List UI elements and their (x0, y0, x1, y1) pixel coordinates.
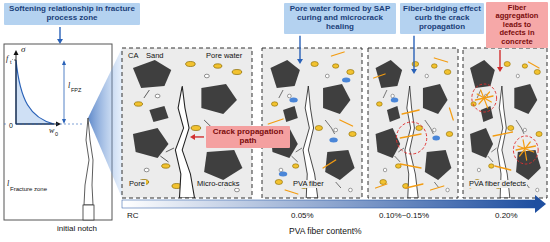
origin-label: 0 (8, 122, 14, 129)
subscript: Fracture zone (9, 186, 48, 192)
arrow-head (297, 59, 303, 64)
callout-text: Pore water formed by SAP curing and micr… (287, 5, 393, 32)
callout-text: Fiber-bridging effect curb the crack pro… (403, 5, 481, 32)
axis-tick: 0.10%~0.15% (378, 212, 430, 220)
callout-box: Fiber-bridging effect curb the crack pro… (400, 3, 484, 34)
part-label: PVA fiber defects (468, 180, 527, 188)
leader-line (499, 50, 500, 68)
axis-tick: 0.20% (494, 212, 519, 220)
part-label: initial notch (56, 225, 98, 233)
subscript: 0 (54, 132, 59, 138)
subscript: t (9, 60, 13, 66)
callout-text: Crack propagation path (209, 128, 287, 146)
part-label: Pore (128, 180, 146, 188)
arrow-head (190, 134, 195, 140)
callout-box: Softening relationship in fracture proce… (4, 3, 140, 25)
leader-line (413, 36, 414, 70)
leader-line (299, 36, 300, 60)
callout-box: Pore water formed by SAP curing and micr… (284, 3, 396, 34)
arrow-head (411, 69, 417, 74)
part-label: Sand (145, 52, 165, 60)
callout-text: Softening relationship in fracture proce… (7, 5, 137, 23)
callout-box: Crack propagation path (206, 126, 290, 148)
part-label: Micro-cracks (196, 180, 241, 188)
callout-text: Fiber aggregation leads to defects in co… (489, 4, 545, 46)
part-label: CA (127, 52, 139, 60)
arrow-head (497, 67, 503, 72)
axis-tick: RC (126, 212, 140, 220)
leader-line (194, 136, 204, 137)
callout-box: Fiber aggregation leads to defects in co… (486, 2, 548, 48)
axis-tick: 0.05% (290, 212, 315, 220)
part-label: PVA fiber (292, 180, 325, 188)
part-label: Pore water (205, 52, 243, 60)
leader-line (59, 27, 60, 40)
stress-symbol: σ (20, 45, 26, 54)
arrow-head (57, 39, 63, 44)
axis-title: PVA fiber content% (288, 227, 363, 236)
subscript: FPZ (70, 88, 82, 94)
